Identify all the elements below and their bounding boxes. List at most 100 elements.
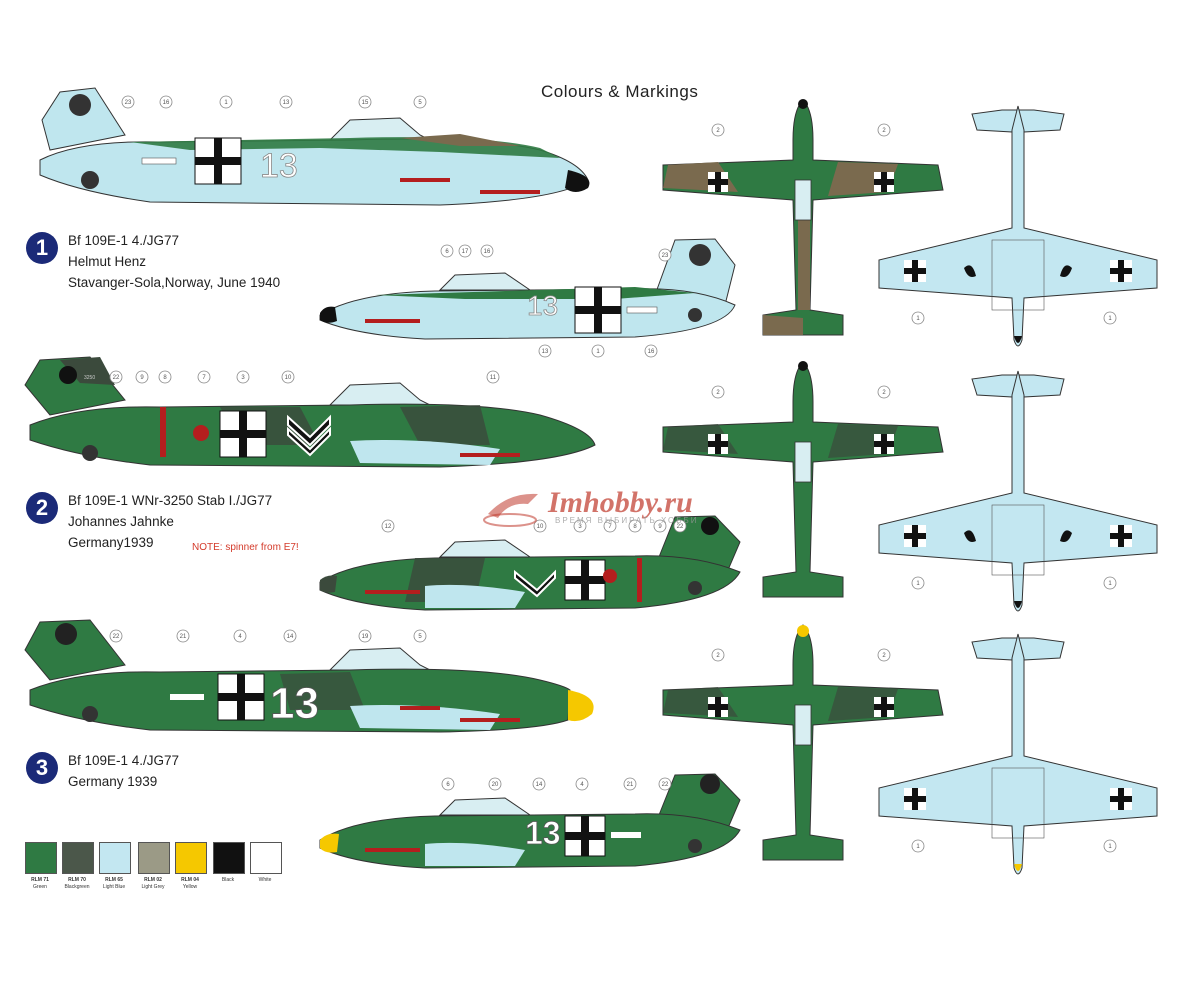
watermark-logo-icon	[483, 493, 538, 527]
svg-text:2: 2	[882, 128, 886, 134]
swatch-rlm70	[62, 842, 94, 874]
top-view-1: 2 2	[662, 99, 944, 336]
scheme2-left-profile: 3250 22 9 8 7 3 10 11	[24, 356, 596, 468]
watermark-subtext: ВРЕМЯ ВЫБИРАТЬ ХОББИ	[555, 516, 699, 525]
svg-text:11: 11	[490, 375, 497, 381]
svg-text:21: 21	[180, 634, 187, 640]
swatch-rlm02	[138, 842, 170, 874]
scheme-number-1: 1	[26, 232, 58, 264]
svg-text:9: 9	[140, 375, 144, 381]
watermark-text: Imhobby.ru	[548, 486, 693, 519]
scheme3-aircraft: Bf 109E-1 4./JG77	[68, 753, 180, 768]
svg-text:6: 6	[445, 249, 449, 255]
svg-text:1: 1	[1108, 581, 1112, 587]
svg-text:7: 7	[608, 524, 612, 530]
spinner-note: NOTE: spinner from E7!	[192, 542, 299, 553]
svg-text:1: 1	[1108, 844, 1112, 850]
bottom-view-3: 1 1	[878, 633, 1158, 875]
scheme2-caption: Bf 109E-1 WNr-3250 Stab I./JG77 Johannes…	[68, 490, 272, 553]
svg-text:10: 10	[537, 524, 544, 530]
scheme1-right-profile: 13 6 17 16 23 13 1 16	[319, 238, 736, 358]
svg-text:2: 2	[716, 390, 720, 396]
swatch-label: Black	[221, 877, 235, 883]
scheme1-pilot: Helmut Henz	[68, 254, 147, 269]
svg-text:2: 2	[716, 653, 720, 659]
svg-text:4: 4	[238, 634, 242, 640]
svg-text:2: 2	[716, 128, 720, 134]
svg-text:2: 2	[882, 653, 886, 659]
svg-text:23: 23	[662, 253, 669, 259]
scheme3-caption: Bf 109E-1 4./JG77 Germany 1939	[68, 750, 179, 792]
swatch-black	[213, 842, 245, 874]
svg-text:9: 9	[658, 524, 662, 530]
code-number: 13	[525, 815, 561, 851]
svg-text:16: 16	[648, 349, 655, 355]
scheme1-left-profile: 13 23 16 1 13 15 5	[39, 87, 590, 206]
svg-text:19: 19	[362, 634, 369, 640]
callout: 13	[283, 100, 290, 106]
svg-text:12: 12	[385, 524, 392, 530]
svg-text:8: 8	[163, 375, 167, 381]
svg-text:20: 20	[492, 782, 499, 788]
svg-text:1: 1	[1108, 316, 1112, 322]
scheme3-right-profile: 13 6 20 14 4 21 22	[319, 773, 741, 869]
svg-text:8: 8	[633, 524, 637, 530]
svg-text:2: 2	[882, 390, 886, 396]
fuselage-cross	[194, 137, 242, 185]
swatch-rlm04	[175, 842, 207, 874]
svg-text:22: 22	[662, 782, 669, 788]
svg-text:14: 14	[536, 782, 543, 788]
scheme1-aircraft: Bf 109E-1 4./JG77	[68, 233, 180, 248]
svg-text:1: 1	[596, 349, 600, 355]
swatch-white	[250, 842, 282, 874]
scheme1-location: Stavanger-Sola,Norway, June 1940	[68, 275, 281, 290]
scheme2-location: Germany1939	[68, 535, 154, 550]
svg-text:13: 13	[542, 349, 549, 355]
svg-text:22: 22	[113, 375, 120, 381]
scheme2-right-profile: 12 10 3 7 8 9 22	[319, 515, 741, 611]
swatch-label: White	[258, 877, 272, 883]
bottom-view-2: 1 1	[878, 370, 1158, 612]
svg-text:1: 1	[916, 581, 920, 587]
callout: 5	[418, 100, 422, 106]
code-number: 13	[270, 679, 319, 728]
svg-text:17: 17	[462, 249, 469, 255]
page-title: Colours & Markings	[541, 82, 699, 101]
scheme-number-2: 2	[26, 492, 58, 524]
scheme2-pilot: Johannes Jahnke	[68, 514, 174, 529]
scheme3-left-profile: 13 22 21 4 14 19 5	[24, 619, 594, 733]
svg-text:1: 1	[916, 844, 920, 850]
svg-text:22: 22	[677, 524, 684, 530]
svg-text:3: 3	[578, 524, 582, 530]
svg-text:3: 3	[241, 375, 245, 381]
top-view-2: 2 2	[662, 361, 944, 598]
callout: 15	[362, 100, 369, 106]
swatch-rlm71	[25, 842, 57, 874]
bottom-view-1: 1 1	[878, 105, 1158, 347]
scheme2-aircraft: Bf 109E-1 WNr-3250 Stab I./JG77	[68, 493, 273, 508]
svg-text:5: 5	[418, 634, 422, 640]
top-view-3: 2 2	[662, 624, 944, 861]
scheme3-location: Germany 1939	[68, 774, 158, 789]
svg-text:22: 22	[113, 634, 120, 640]
code-number: 13	[527, 290, 558, 321]
scheme1-caption: Bf 109E-1 4./JG77 Helmut Henz Stavanger-…	[68, 230, 280, 293]
scheme-number-3: 3	[26, 752, 58, 784]
code-number: 13	[260, 147, 298, 185]
svg-text:6: 6	[446, 782, 450, 788]
svg-text:7: 7	[202, 375, 206, 381]
svg-text:21: 21	[627, 782, 634, 788]
svg-text:1: 1	[916, 316, 920, 322]
callout: 1	[224, 100, 228, 106]
callout: 16	[163, 100, 170, 106]
werknummer: 3250	[84, 375, 95, 381]
svg-text:10: 10	[285, 375, 292, 381]
callout: 23	[125, 100, 132, 106]
svg-text:16: 16	[484, 249, 491, 255]
svg-text:4: 4	[580, 782, 584, 788]
